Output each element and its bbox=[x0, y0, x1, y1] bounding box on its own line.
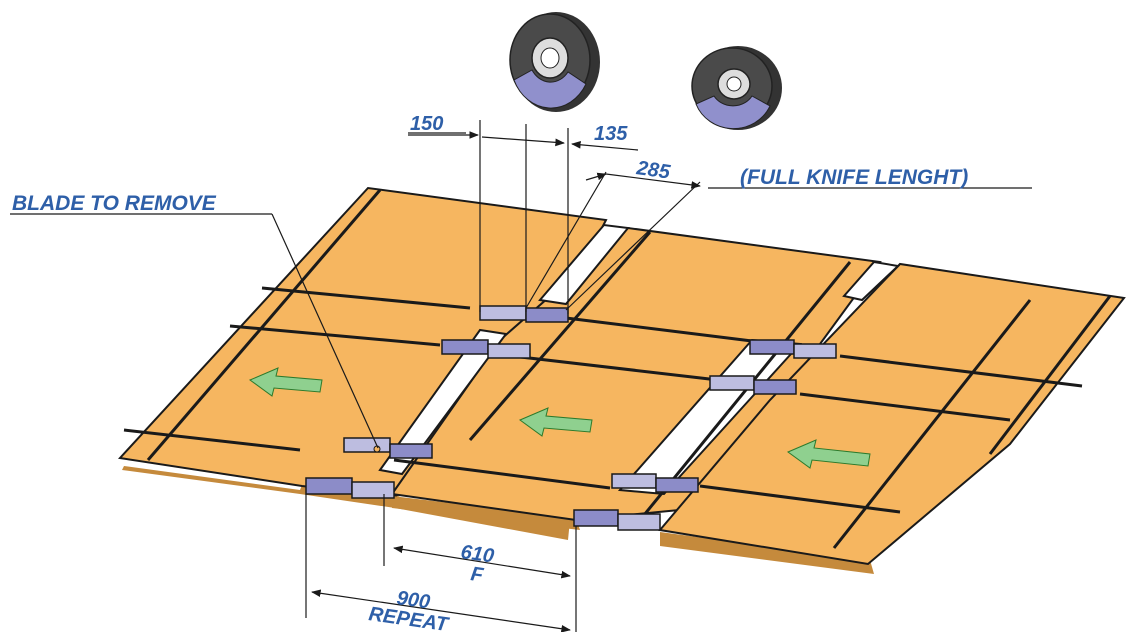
dim-f-label: F bbox=[469, 563, 485, 587]
dim-610-label: 610 bbox=[459, 541, 495, 567]
right-sheet bbox=[658, 262, 1126, 574]
arrow-left-icon bbox=[248, 367, 871, 469]
full-knife-length-label: (FULL KNIFE LENGHT) bbox=[740, 166, 968, 189]
labels: BLADE TO REMOVE (FULL KNIFE LENGHT) 150 … bbox=[12, 113, 968, 632]
knife-wheel-icon bbox=[691, 46, 782, 130]
dim-135-label: 135 bbox=[594, 123, 628, 145]
dim-285-label: 285 bbox=[634, 157, 672, 184]
score-lines bbox=[123, 189, 1112, 549]
dim-900-label: 900 bbox=[395, 587, 431, 613]
dimension-lines bbox=[10, 120, 1032, 632]
blade-to-remove-label: BLADE TO REMOVE bbox=[12, 192, 217, 215]
dim-150-label: 150 bbox=[410, 113, 443, 135]
knife-wheel-icon bbox=[509, 12, 600, 112]
